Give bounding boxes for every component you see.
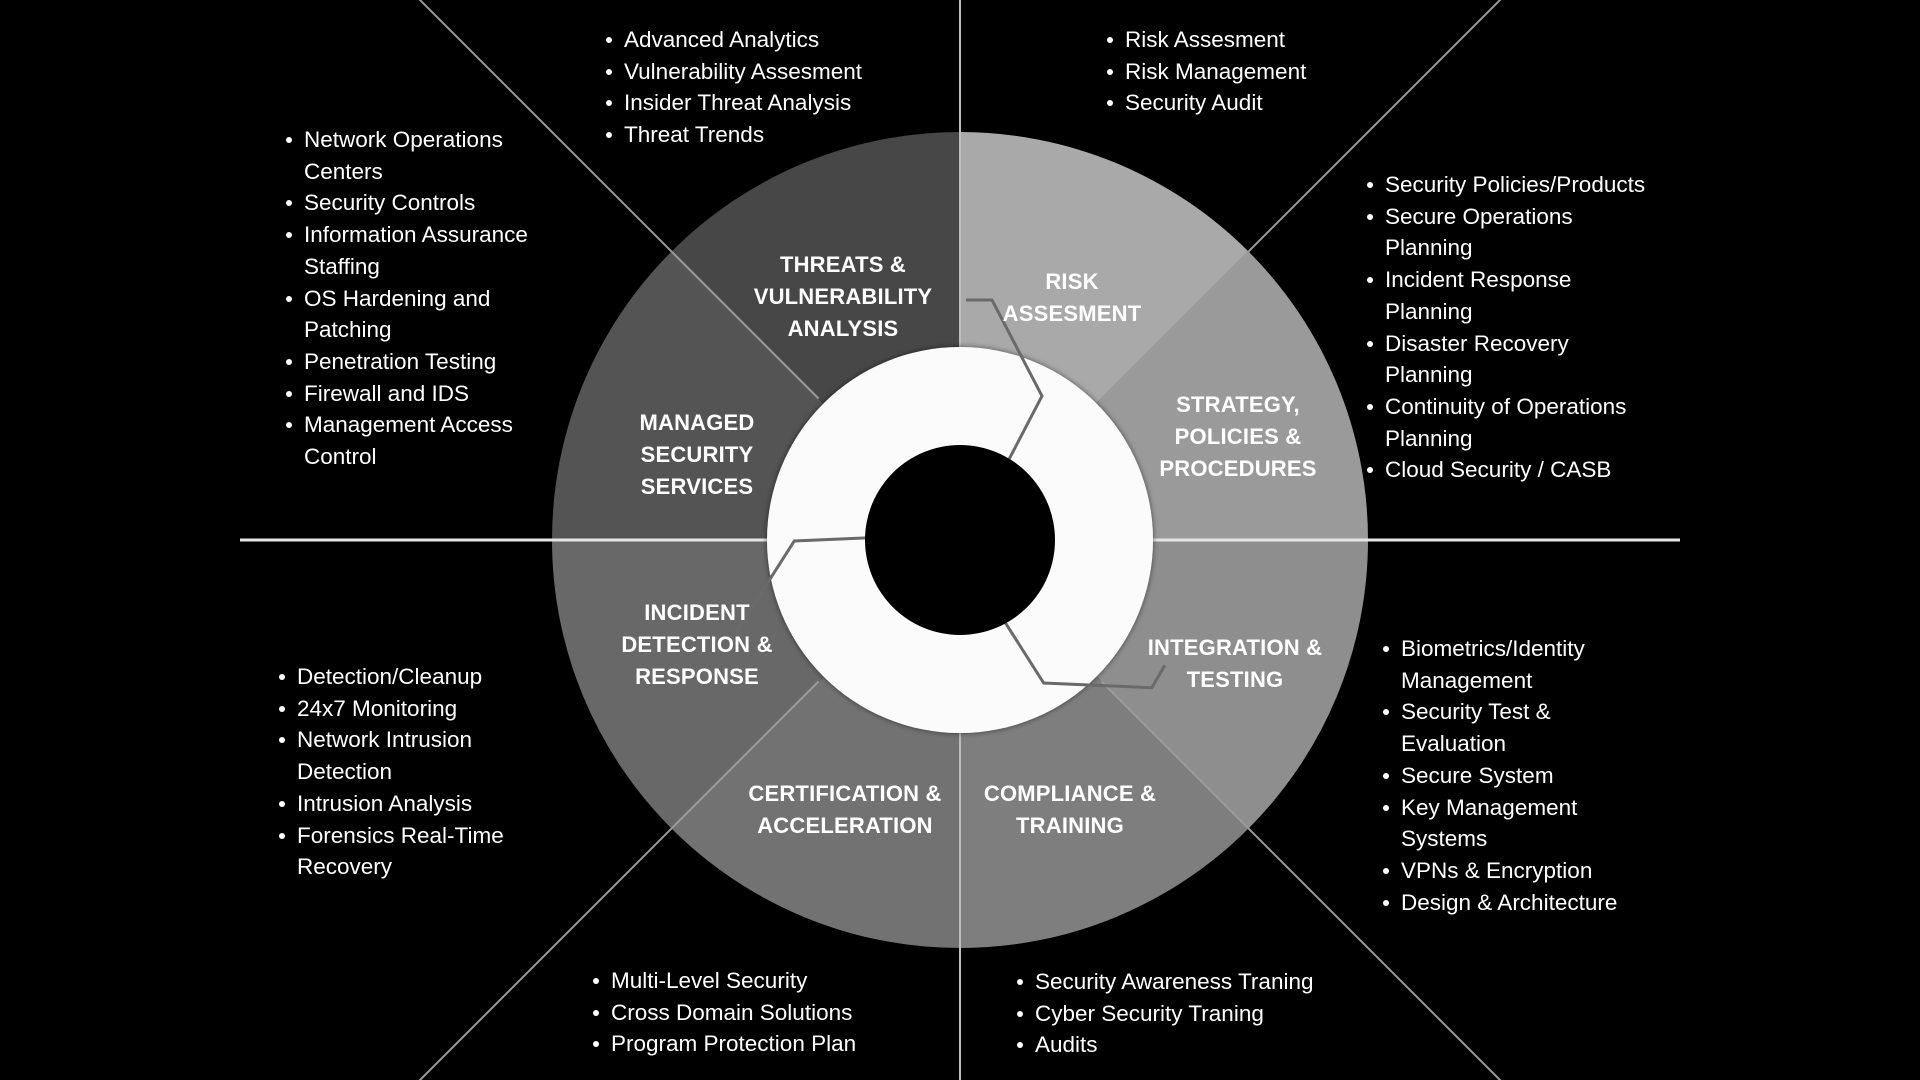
- list-item: Detection/Cleanup: [279, 661, 504, 693]
- list-item: Vulnerability Assesment: [606, 56, 862, 88]
- segment-label-threats: THREATS & VULNERABILITY ANALYSIS: [753, 252, 933, 341]
- segment-label-integration: INTEGRATION & TESTING: [1147, 635, 1323, 692]
- list-item: Audits: [1017, 1029, 1313, 1061]
- diagonal-divider-nw: [418, 0, 820, 400]
- list-item: Secure Operations Planning: [1367, 201, 1645, 264]
- diagonal-divider-ne: [1100, 0, 1502, 400]
- list-item: Design & Architecture: [1383, 887, 1617, 919]
- list-item: Continuity of Operations Planning: [1367, 391, 1645, 454]
- segment-label-risk: RISK ASSESMENT: [1002, 269, 1142, 326]
- segment-label-managed: MANAGED SECURITY SERVICES: [639, 410, 755, 499]
- list-item: Key Management Systems: [1383, 792, 1617, 855]
- list-item: Cloud Security / CASB: [1367, 454, 1645, 486]
- list-item: Cyber Security Traning: [1017, 998, 1313, 1030]
- list-item: Multi-Level Security: [593, 965, 856, 997]
- list-item: Disaster Recovery Planning: [1367, 328, 1645, 391]
- list-item: OS Hardening and Patching: [286, 283, 528, 346]
- list-item: Firewall and IDS: [286, 378, 528, 410]
- list-item: Information Assurance Staffing: [286, 219, 528, 282]
- list-item: Incident Response Planning: [1367, 264, 1645, 327]
- list-item: Penetration Testing: [286, 346, 528, 378]
- list-item: Risk Management: [1107, 56, 1306, 88]
- list-item: Security Controls: [286, 187, 528, 219]
- list-item: Security Audit: [1107, 87, 1306, 119]
- list-item: Management Access Control: [286, 409, 528, 472]
- list-item: Risk Assesment: [1107, 24, 1306, 56]
- list-item: VPNs & Encryption: [1383, 855, 1617, 887]
- list-item: Security Awareness Traning: [1017, 966, 1313, 998]
- list-item: Threat Trends: [606, 119, 862, 151]
- segment-label-incident: INCIDENT DETECTION & RESPONSE: [621, 600, 773, 689]
- list-item: Forensics Real-Time Recovery: [279, 820, 504, 883]
- list-item: Advanced Analytics: [606, 24, 862, 56]
- list-item: Network Operations Centers: [286, 124, 528, 187]
- list-item: Program Protection Plan: [593, 1028, 856, 1060]
- diagonal-divider-se: [1100, 680, 1502, 1080]
- list-item: Security Test & Evaluation: [1383, 696, 1617, 759]
- diagonal-divider-sw: [418, 680, 820, 1080]
- segment-label-strategy: STRATEGY, POLICIES & PROCEDURES: [1159, 392, 1317, 481]
- list-item: Secure System: [1383, 760, 1617, 792]
- list-item: Security Policies/Products: [1367, 169, 1645, 201]
- list-item: Intrusion Analysis: [279, 788, 504, 820]
- list-item: Cross Domain Solutions: [593, 997, 856, 1029]
- list-item: Biometrics/Identity Management: [1383, 633, 1617, 696]
- list-item: Network Intrusion Detection: [279, 724, 504, 787]
- cycle-hub: [865, 445, 1055, 635]
- cycle-arrows: [734, 298, 1167, 733]
- list-item: 24x7 Monitoring: [279, 693, 504, 725]
- list-item: Insider Threat Analysis: [606, 87, 862, 119]
- segment-label-compliance: COMPLIANCE & TRAINING: [983, 781, 1157, 838]
- segment-label-certification: CERTIFICATION & ACCELERATION: [748, 781, 942, 838]
